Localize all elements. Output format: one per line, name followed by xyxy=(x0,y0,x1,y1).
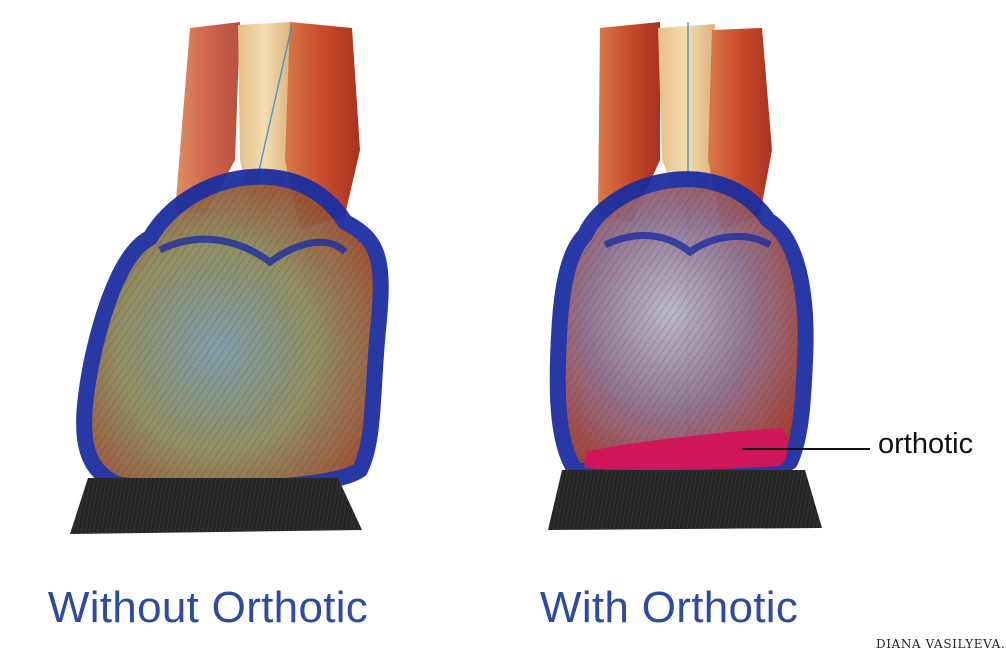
caption-with-orthotic: With Orthotic xyxy=(540,580,870,636)
right-foot-drawing xyxy=(548,22,870,530)
caption-without-orthotic: Without Orthotic xyxy=(8,580,408,636)
left-foot-drawing xyxy=(70,22,381,534)
orthotic-callout-label: orthotic xyxy=(878,426,973,462)
artist-signature: DIANA VASILYEVA. xyxy=(876,636,1005,652)
